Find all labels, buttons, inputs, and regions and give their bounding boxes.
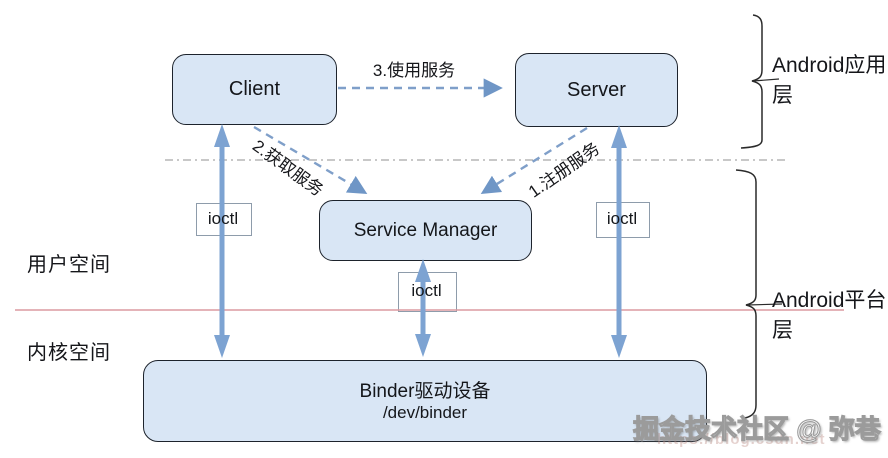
client-label: Client	[228, 78, 281, 100]
server-label: Server	[567, 78, 626, 101]
user-space-label: 用户空间	[27, 254, 111, 276]
client-binder-arrow	[214, 124, 230, 358]
url-watermark: https://blog.csdn.net	[657, 431, 826, 448]
binder-driver-node: Binder驱动设备 /dev/binder	[143, 360, 707, 442]
service-manager-label: Service Manager	[353, 219, 498, 241]
binder-driver-title: Binder驱动设备	[359, 380, 491, 402]
kernel-space-label: 内核空间	[27, 342, 111, 364]
ioctl-label-service-manager: ioctl	[411, 281, 442, 300]
android-app-layer-label: Android应用层	[772, 54, 887, 107]
site-watermark: 掘金技术社区 @ 弥巷	[632, 413, 881, 444]
server-binder-arrow	[611, 125, 627, 358]
service-manager-node: Service Manager	[319, 200, 532, 261]
binder-driver-path: /dev/binder	[382, 402, 468, 422]
android-platform-layer-label: Android平台层	[772, 289, 887, 342]
get-service-edge-label: 2.获取服务	[248, 136, 327, 200]
ioctl-label-server: ioctl	[606, 209, 638, 228]
register-service-edge-label: 1.注册服务	[525, 138, 604, 202]
ioctl-label-client: ioctl	[207, 209, 239, 228]
use-service-edge-label: 3.使用服务	[372, 61, 456, 80]
client-node: Client	[172, 54, 337, 125]
ioctl-box-server	[596, 202, 650, 238]
server-node: Server	[515, 53, 678, 127]
